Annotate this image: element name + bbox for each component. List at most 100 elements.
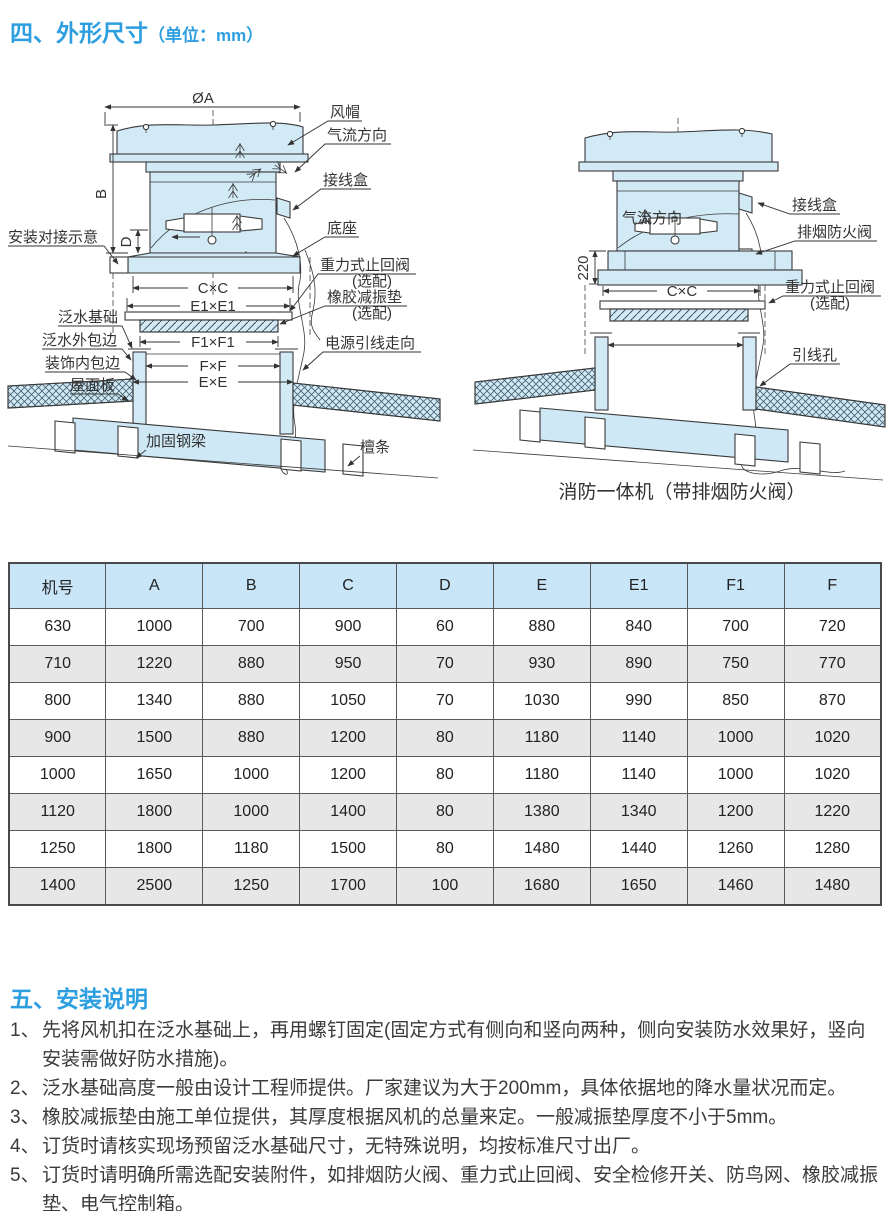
svg-text:D: D <box>118 236 135 247</box>
check-valve-plate <box>599 300 766 322</box>
install-item: 2、泛水基础高度一般由设计工程师提供。厂家建议为大于200mm，具体依据地的降水… <box>10 1074 882 1103</box>
label-rubber-pad-opt: (选配) <box>352 305 392 322</box>
label-lead-hole: 引线孔 <box>792 347 837 364</box>
purlin-block <box>342 443 364 477</box>
label-airflow: 气流方向 <box>622 210 682 227</box>
table-cell: 800 <box>8 682 107 720</box>
table-header-cell: C <box>299 562 397 609</box>
table-cell: 80 <box>396 719 494 757</box>
table-cell: 100 <box>396 867 494 906</box>
dim-d: D <box>118 229 148 254</box>
svg-text:F×F: F×F <box>199 358 226 375</box>
table-cell: 720 <box>783 608 882 646</box>
table-cell: 1340 <box>105 682 204 720</box>
roof-structure <box>472 367 886 481</box>
table-cell: 1050 <box>299 682 397 720</box>
labels-left: 安装对接示意 泛水基础 泛水外包边 装饰内包边 屋面板 加固钢梁 檀条 <box>8 228 390 467</box>
table-cell: 1220 <box>783 793 882 831</box>
purlin-block <box>584 416 606 450</box>
table-cell: 1030 <box>492 682 591 720</box>
table-cell: 1480 <box>492 830 591 868</box>
install-item-number: 4、 <box>10 1136 40 1157</box>
table-cell: 850 <box>686 682 785 720</box>
fire-damper-section <box>584 250 803 355</box>
install-item: 4、订货时请核实现场预留泛水基础尺寸，无特殊说明，均按标准尺寸出厂。 <box>10 1132 882 1161</box>
table-cell: 80 <box>396 756 494 794</box>
table-cell: 1400 <box>299 793 397 831</box>
junction-box-shape <box>738 192 753 214</box>
label-wind-cap: 风帽 <box>330 104 360 121</box>
purlin-block <box>734 433 756 467</box>
table-cell: 1800 <box>105 793 204 831</box>
table-header-cell: 机号 <box>8 562 107 609</box>
purlin-block <box>117 425 139 459</box>
table-cell: 1650 <box>105 756 204 794</box>
label-check-valve-opt: (选配) <box>810 295 850 312</box>
table-cell: 1680 <box>492 867 591 906</box>
svg-text:220: 220 <box>575 255 592 280</box>
dimension-diagram-fire-integrated: 气流方向 220 C×C <box>472 118 886 503</box>
purlin-block <box>799 441 821 475</box>
dim-cc: C×C <box>132 276 294 297</box>
table-cell: 1440 <box>589 830 688 868</box>
svg-text:F1×F1: F1×F1 <box>191 334 235 351</box>
table-cell: 1250 <box>202 867 301 906</box>
install-item-number: 3、 <box>10 1107 40 1128</box>
purlin-block <box>519 409 541 443</box>
table-cell: 1480 <box>783 867 882 906</box>
label-fire-damper: 排烟防火阀 <box>797 224 872 241</box>
install-item-number: 2、 <box>10 1078 40 1099</box>
install-item: 1、先将风机扣在泛水基础上，再用螺钉固定(固定方式有侧向和竖向两种，侧向安装防水… <box>10 1016 882 1074</box>
install-item-text: 泛水基础高度一般由设计工程师提供。厂家建议为大于200mm，具体依据地的降水量状… <box>42 1078 847 1099</box>
table-header-cell: E <box>492 562 591 609</box>
label-check-valve: 重力式止回阀 <box>785 279 875 296</box>
table-header-cell: F <box>783 562 882 609</box>
unit-note: （单位：mm） <box>148 26 264 45</box>
table-cell: 1220 <box>105 645 204 683</box>
table-cell: 1380 <box>492 793 591 831</box>
table-cell: 80 <box>396 830 494 868</box>
table-cell: 1000 <box>686 756 785 794</box>
purlin-block <box>280 438 302 472</box>
table-cell: 1200 <box>686 793 785 831</box>
table-header-cell: D <box>396 562 494 609</box>
table-cell: 950 <box>299 645 397 683</box>
label-install-hint: 安装对接示意 <box>8 228 98 246</box>
table-cell: 750 <box>686 645 785 683</box>
label-airflow: 气流方向 <box>327 127 387 144</box>
label-flashing-base: 泛水基础 <box>58 309 118 326</box>
install-item-text: 订货时请明确所需选配安装附件，如排烟防火阀、重力式止回阀、安全检修开关、防鸟网、… <box>42 1165 879 1211</box>
svg-text:C×C: C×C <box>667 283 698 300</box>
install-item-text: 订货时请核实现场预留泛水基础尺寸，无特殊说明，均按标准尺寸出厂。 <box>42 1136 651 1157</box>
table-cell: 840 <box>589 608 688 646</box>
table-cell: 1800 <box>105 830 204 868</box>
table-cell: 70 <box>396 645 494 683</box>
table-header-cell: E1 <box>589 562 688 609</box>
section-title-text: 四、外形尺寸 <box>10 20 148 46</box>
table-cell: 1180 <box>492 719 591 757</box>
table-cell: 930 <box>492 645 591 683</box>
label-roof-panel: 屋面板 <box>70 376 115 394</box>
ground-line <box>7 445 439 479</box>
label-base: 底座 <box>327 220 357 237</box>
svg-text:C×C: C×C <box>198 280 229 297</box>
wind-cap-shape <box>578 127 779 172</box>
flashing-curb <box>590 332 760 411</box>
svg-text:B: B <box>93 189 110 199</box>
table-cell: 900 <box>299 608 397 646</box>
table-cell: 1260 <box>686 830 785 868</box>
table-cell: 990 <box>589 682 688 720</box>
label-check-valve: 重力式止回阀 <box>320 257 410 274</box>
table-cell: 770 <box>783 645 882 683</box>
table-cell: 880 <box>202 682 301 720</box>
table-header-cell: A <box>105 562 204 609</box>
table-cell: 630 <box>8 608 107 646</box>
dim-cc: C×C <box>602 283 761 300</box>
